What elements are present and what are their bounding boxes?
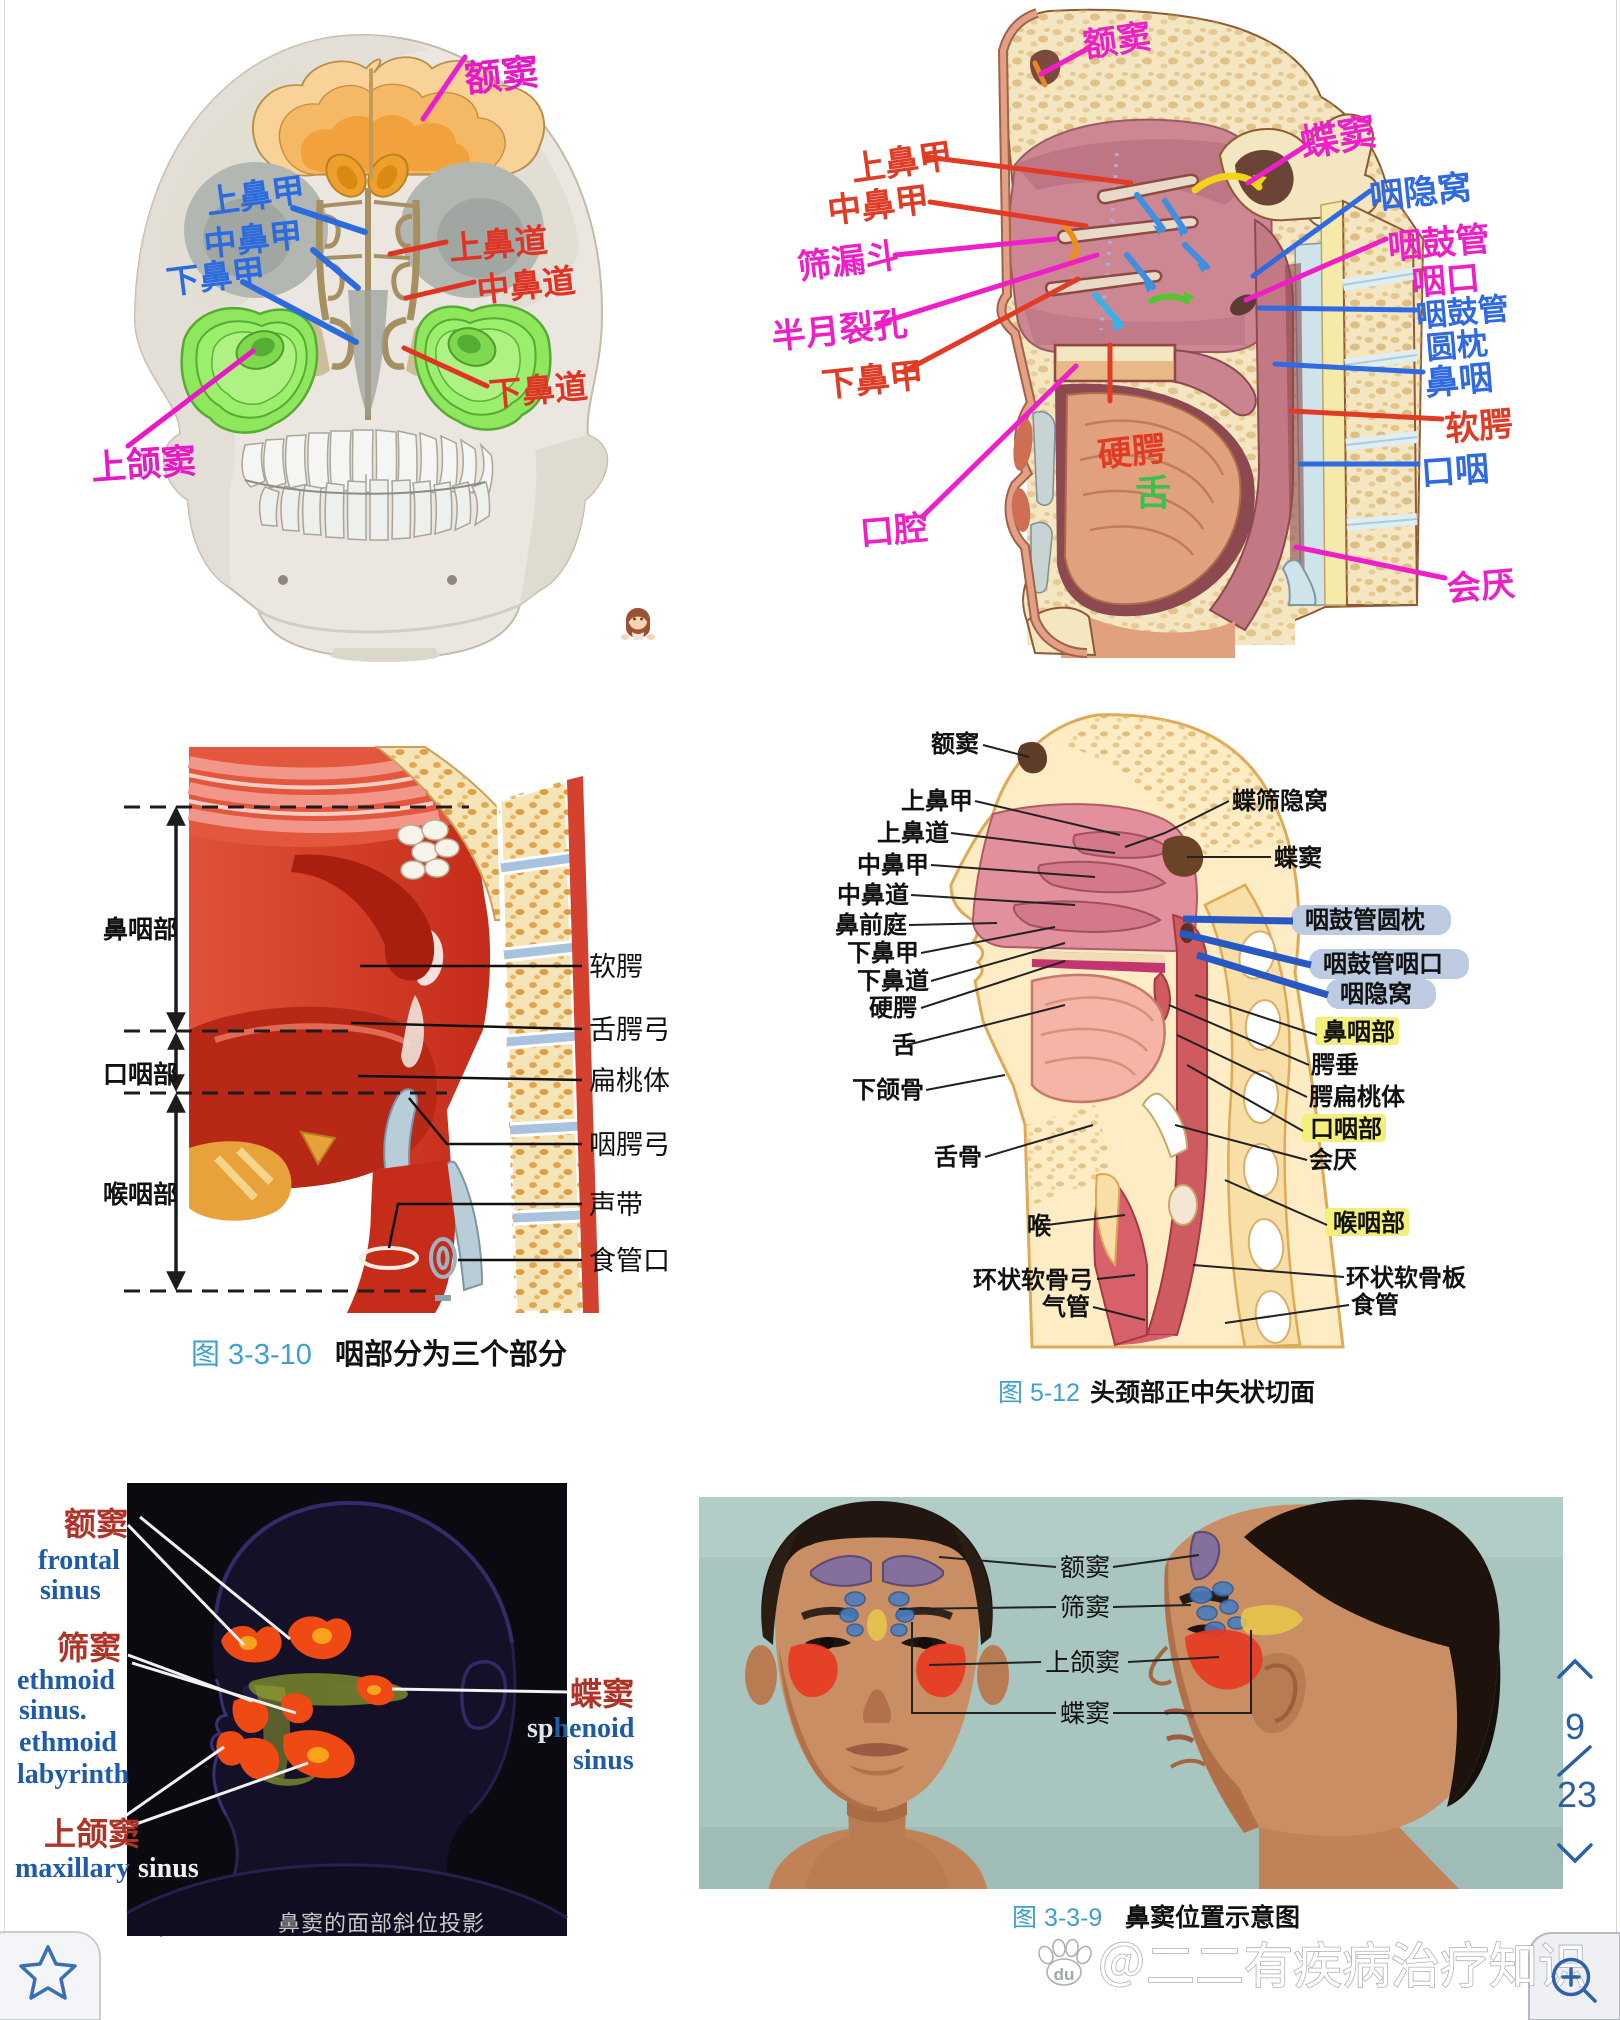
svg-text:硬腭: 硬腭 bbox=[869, 995, 917, 1022]
svg-text:环状软骨弓: 环状软骨弓 bbox=[973, 1266, 1093, 1294]
svg-text:咽腭弓: 咽腭弓 bbox=[589, 1130, 670, 1160]
svg-text:上鼻甲: 上鼻甲 bbox=[901, 787, 973, 815]
svg-text:喉咽部: 喉咽部 bbox=[103, 1180, 178, 1209]
svg-text:咽口: 咽口 bbox=[1410, 259, 1481, 303]
svg-text:咽鼓管: 咽鼓管 bbox=[1386, 220, 1491, 267]
svg-text:腭扁桃体: 腭扁桃体 bbox=[1309, 1084, 1406, 1111]
svg-text:鼻咽: 鼻咽 bbox=[1423, 359, 1494, 403]
svg-text:下鼻道: 下鼻道 bbox=[857, 967, 929, 995]
svg-text:额窦: 额窦 bbox=[1081, 18, 1154, 65]
svg-text:咽部分为三个部分: 咽部分为三个部分 bbox=[335, 1337, 567, 1371]
svg-text:口咽部: 口咽部 bbox=[103, 1060, 178, 1089]
svg-text:额窦: 额窦 bbox=[931, 730, 979, 758]
svg-text:上鼻道: 上鼻道 bbox=[877, 819, 949, 847]
svg-text:上鼻道: 上鼻道 bbox=[447, 221, 549, 266]
svg-text:maxillary: maxillary bbox=[15, 1853, 130, 1884]
svg-text:腭垂: 腭垂 bbox=[1311, 1052, 1359, 1079]
svg-text:中鼻甲: 中鼻甲 bbox=[857, 851, 929, 879]
svg-text:头颈部正中矢状切面: 头颈部正中矢状切面 bbox=[1090, 1378, 1315, 1407]
svg-text:环状软骨板: 环状软骨板 bbox=[1346, 1264, 1467, 1292]
svg-text:舌腭弓: 舌腭弓 bbox=[589, 1015, 670, 1045]
svg-text:硬腭: 硬腭 bbox=[1096, 430, 1168, 475]
svg-text:下鼻道: 下鼻道 bbox=[487, 367, 589, 412]
svg-text:舌骨: 舌骨 bbox=[934, 1144, 982, 1171]
svg-text:额窦: 额窦 bbox=[463, 51, 541, 100]
svg-text:鼻窦的面部斜位投影: 鼻窦的面部斜位投影 bbox=[278, 1911, 485, 1936]
svg-text:鼻窦位置示意图: 鼻窦位置示意图 bbox=[1125, 1903, 1300, 1932]
svg-text:舌: 舌 bbox=[1135, 472, 1171, 513]
svg-text:蝶窦: 蝶窦 bbox=[1274, 844, 1322, 872]
svg-text:蝶窦: 蝶窦 bbox=[570, 1676, 634, 1712]
svg-text:会厌: 会厌 bbox=[1445, 565, 1516, 609]
svg-text:ethmoid: ethmoid bbox=[19, 1727, 117, 1758]
svg-text:sinus: sinus bbox=[40, 1575, 101, 1606]
svg-text:sphenoid: sphenoid bbox=[527, 1713, 635, 1744]
svg-text:筛窦: 筛窦 bbox=[57, 1630, 121, 1666]
svg-text:frontal: frontal bbox=[38, 1545, 120, 1576]
svg-text:咽鼓管圆枕: 咽鼓管圆枕 bbox=[1305, 906, 1425, 934]
svg-text:额窦: 额窦 bbox=[1060, 1554, 1110, 1582]
svg-text:筛窦: 筛窦 bbox=[1060, 1594, 1110, 1622]
svg-text:舌: 舌 bbox=[892, 1032, 916, 1059]
svg-text:上颌窦: 上颌窦 bbox=[1045, 1649, 1120, 1677]
svg-text:气管: 气管 bbox=[1041, 1293, 1090, 1321]
svg-text:23: 23 bbox=[1557, 1774, 1597, 1815]
svg-text:图 5-12: 图 5-12 bbox=[998, 1379, 1080, 1407]
svg-text:sinus: sinus bbox=[573, 1745, 634, 1776]
svg-text:软腭: 软腭 bbox=[589, 952, 643, 982]
svg-text:软腭: 软腭 bbox=[1443, 405, 1514, 449]
svg-text:咽隐窝: 咽隐窝 bbox=[1340, 980, 1412, 1008]
svg-text:口咽部: 口咽部 bbox=[1310, 1115, 1382, 1143]
svg-text:上颌窦: 上颌窦 bbox=[90, 442, 197, 488]
svg-text:9: 9 bbox=[1565, 1706, 1585, 1747]
svg-text:＠二二有疾病治疗知识: ＠二二有疾病治疗知识 bbox=[1097, 1940, 1587, 1994]
svg-text:图 3-3-9: 图 3-3-9 bbox=[1012, 1904, 1102, 1932]
svg-text:labyrinth: labyrinth bbox=[17, 1759, 129, 1790]
svg-text:咽鼓管: 咽鼓管 bbox=[1415, 291, 1511, 334]
svg-text:sinus.: sinus. bbox=[19, 1695, 87, 1726]
svg-text:额窦: 额窦 bbox=[64, 1506, 128, 1542]
svg-text:sinus: sinus bbox=[138, 1853, 199, 1884]
svg-text:中鼻道: 中鼻道 bbox=[837, 881, 909, 909]
svg-text:鼻咽部: 鼻咽部 bbox=[103, 915, 178, 944]
svg-text:鼻前庭: 鼻前庭 bbox=[835, 911, 907, 939]
svg-text:扁桃体: 扁桃体 bbox=[589, 1066, 670, 1096]
svg-text:上颌窦: 上颌窦 bbox=[44, 1816, 140, 1852]
svg-text:下颌骨: 下颌骨 bbox=[852, 1076, 924, 1104]
svg-text:ethmoid: ethmoid bbox=[17, 1665, 115, 1696]
svg-text:声带: 声带 bbox=[589, 1190, 643, 1220]
svg-text:鼻咽部: 鼻咽部 bbox=[1323, 1018, 1395, 1046]
svg-text:食管口: 食管口 bbox=[589, 1246, 670, 1276]
svg-text:蝶筛隐窝: 蝶筛隐窝 bbox=[1232, 787, 1328, 815]
svg-text:口腔: 口腔 bbox=[858, 509, 929, 553]
svg-text:蝶窦: 蝶窦 bbox=[1060, 1700, 1110, 1728]
svg-text:咽鼓管咽口: 咽鼓管咽口 bbox=[1323, 950, 1443, 978]
svg-text:喉咽部: 喉咽部 bbox=[1333, 1209, 1405, 1237]
svg-text:会厌: 会厌 bbox=[1309, 1146, 1357, 1174]
svg-text:食管: 食管 bbox=[1351, 1291, 1399, 1319]
svg-text:图 3-3-10: 图 3-3-10 bbox=[191, 1339, 312, 1371]
svg-text:圆枕: 圆枕 bbox=[1425, 326, 1490, 366]
svg-text:口咽: 口咽 bbox=[1420, 450, 1490, 493]
svg-text:下鼻甲: 下鼻甲 bbox=[847, 939, 919, 967]
svg-text:喉: 喉 bbox=[1027, 1213, 1052, 1240]
svg-text:du: du bbox=[1054, 1965, 1075, 1984]
